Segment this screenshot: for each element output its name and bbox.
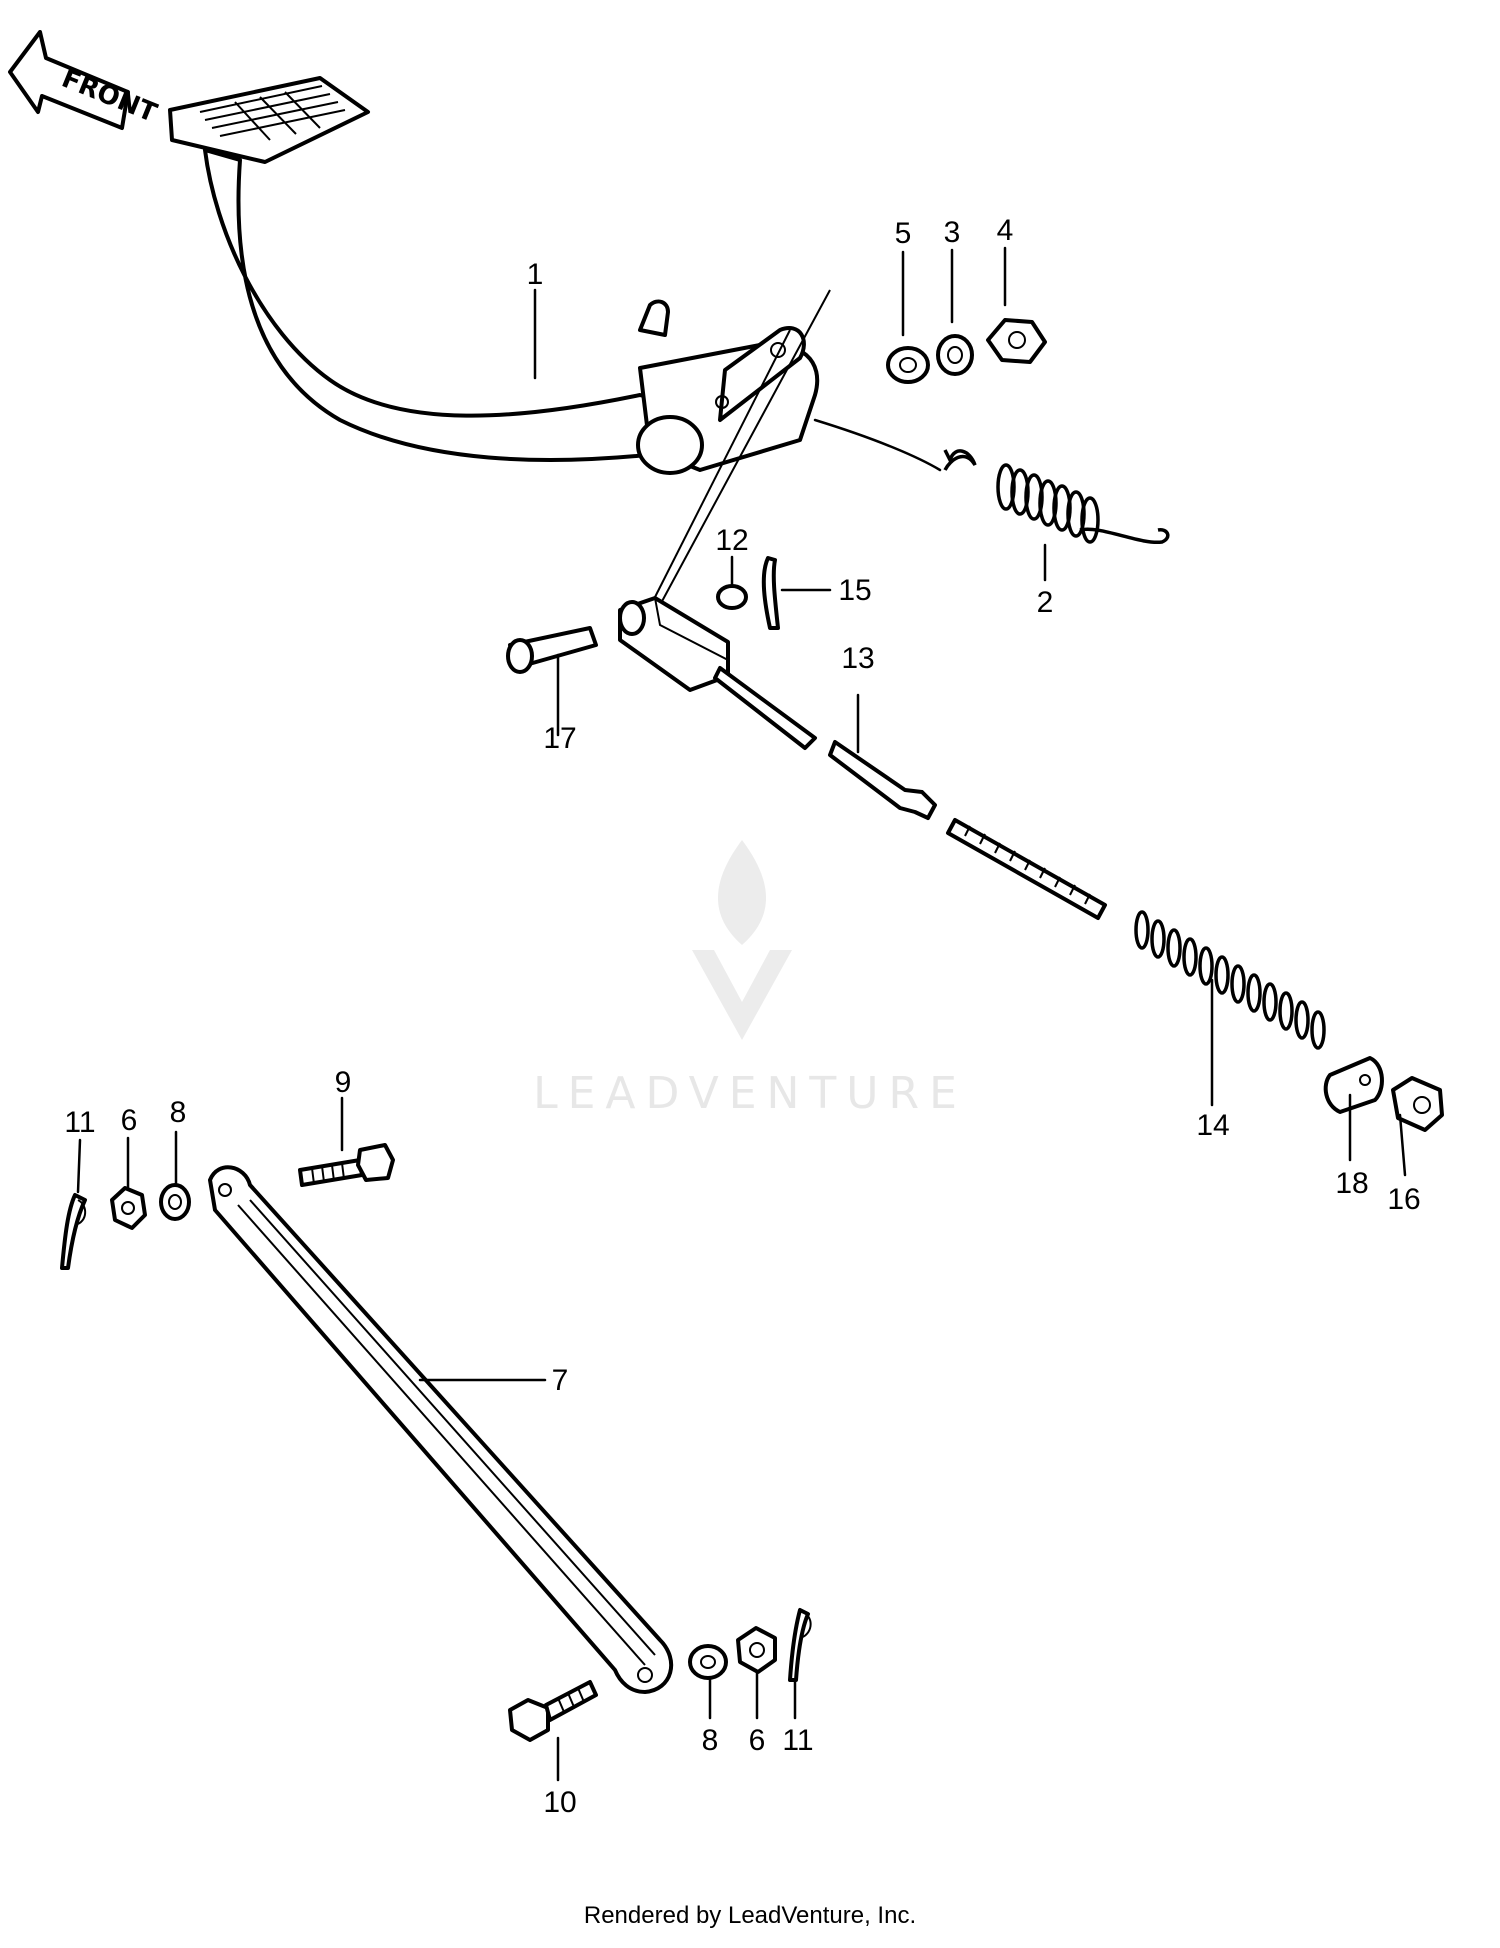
callout-16: 16 — [1387, 1183, 1420, 1216]
callout-14: 14 — [1196, 1109, 1229, 1142]
brake-rod — [713, 666, 937, 820]
callout-10: 10 — [543, 1786, 576, 1819]
callout-1: 1 — [527, 258, 544, 291]
callout-15: 15 — [838, 574, 871, 607]
bolt-lower — [508, 1680, 598, 1782]
callouts: 1 5 3 4 2 12 15 13 17 14 18 16 9 11 6 8 … — [64, 214, 1420, 1819]
brake-pedal — [168, 76, 820, 475]
callout-9: 9 — [335, 1066, 352, 1099]
callout-2: 2 — [1037, 586, 1054, 619]
watermark: LEADVENTURE — [533, 840, 967, 1119]
callout-4: 4 — [997, 214, 1014, 247]
callout-18: 18 — [1335, 1167, 1368, 1200]
front-arrow-icon — [8, 30, 130, 130]
rod-spring — [946, 818, 1326, 1107]
callout-11-right: 11 — [782, 1724, 813, 1757]
bolt-upper — [298, 1096, 395, 1187]
footer-credit: Rendered by LeadVenture, Inc. — [583, 1902, 917, 1929]
callout-7: 7 — [552, 1364, 569, 1397]
right-fasteners — [688, 1608, 812, 1720]
callout-3: 3 — [944, 216, 961, 249]
clevis-assembly — [506, 555, 832, 737]
adjuster — [1323, 1056, 1444, 1177]
left-fasteners — [60, 1130, 191, 1270]
callout-6-left: 6 — [121, 1104, 138, 1137]
callout-11-left: 11 — [64, 1106, 95, 1139]
callout-12: 12 — [715, 524, 748, 557]
callout-13: 13 — [841, 642, 874, 675]
callout-17: 17 — [543, 722, 576, 755]
callout-5: 5 — [895, 217, 912, 250]
callout-6-right: 6 — [749, 1724, 766, 1757]
link-arm — [208, 1165, 674, 1694]
assembly-lines — [651, 289, 831, 606]
pivot-fasteners — [886, 246, 1047, 384]
return-spring — [813, 418, 1170, 582]
watermark-text: LEADVENTURE — [533, 1068, 967, 1119]
watermark-v-icon — [692, 950, 792, 1040]
front-arrow: FRONT — [8, 30, 161, 130]
callout-8-left: 8 — [170, 1096, 187, 1129]
watermark-flame-icon — [717, 840, 767, 945]
callout-8-right: 8 — [702, 1724, 719, 1757]
